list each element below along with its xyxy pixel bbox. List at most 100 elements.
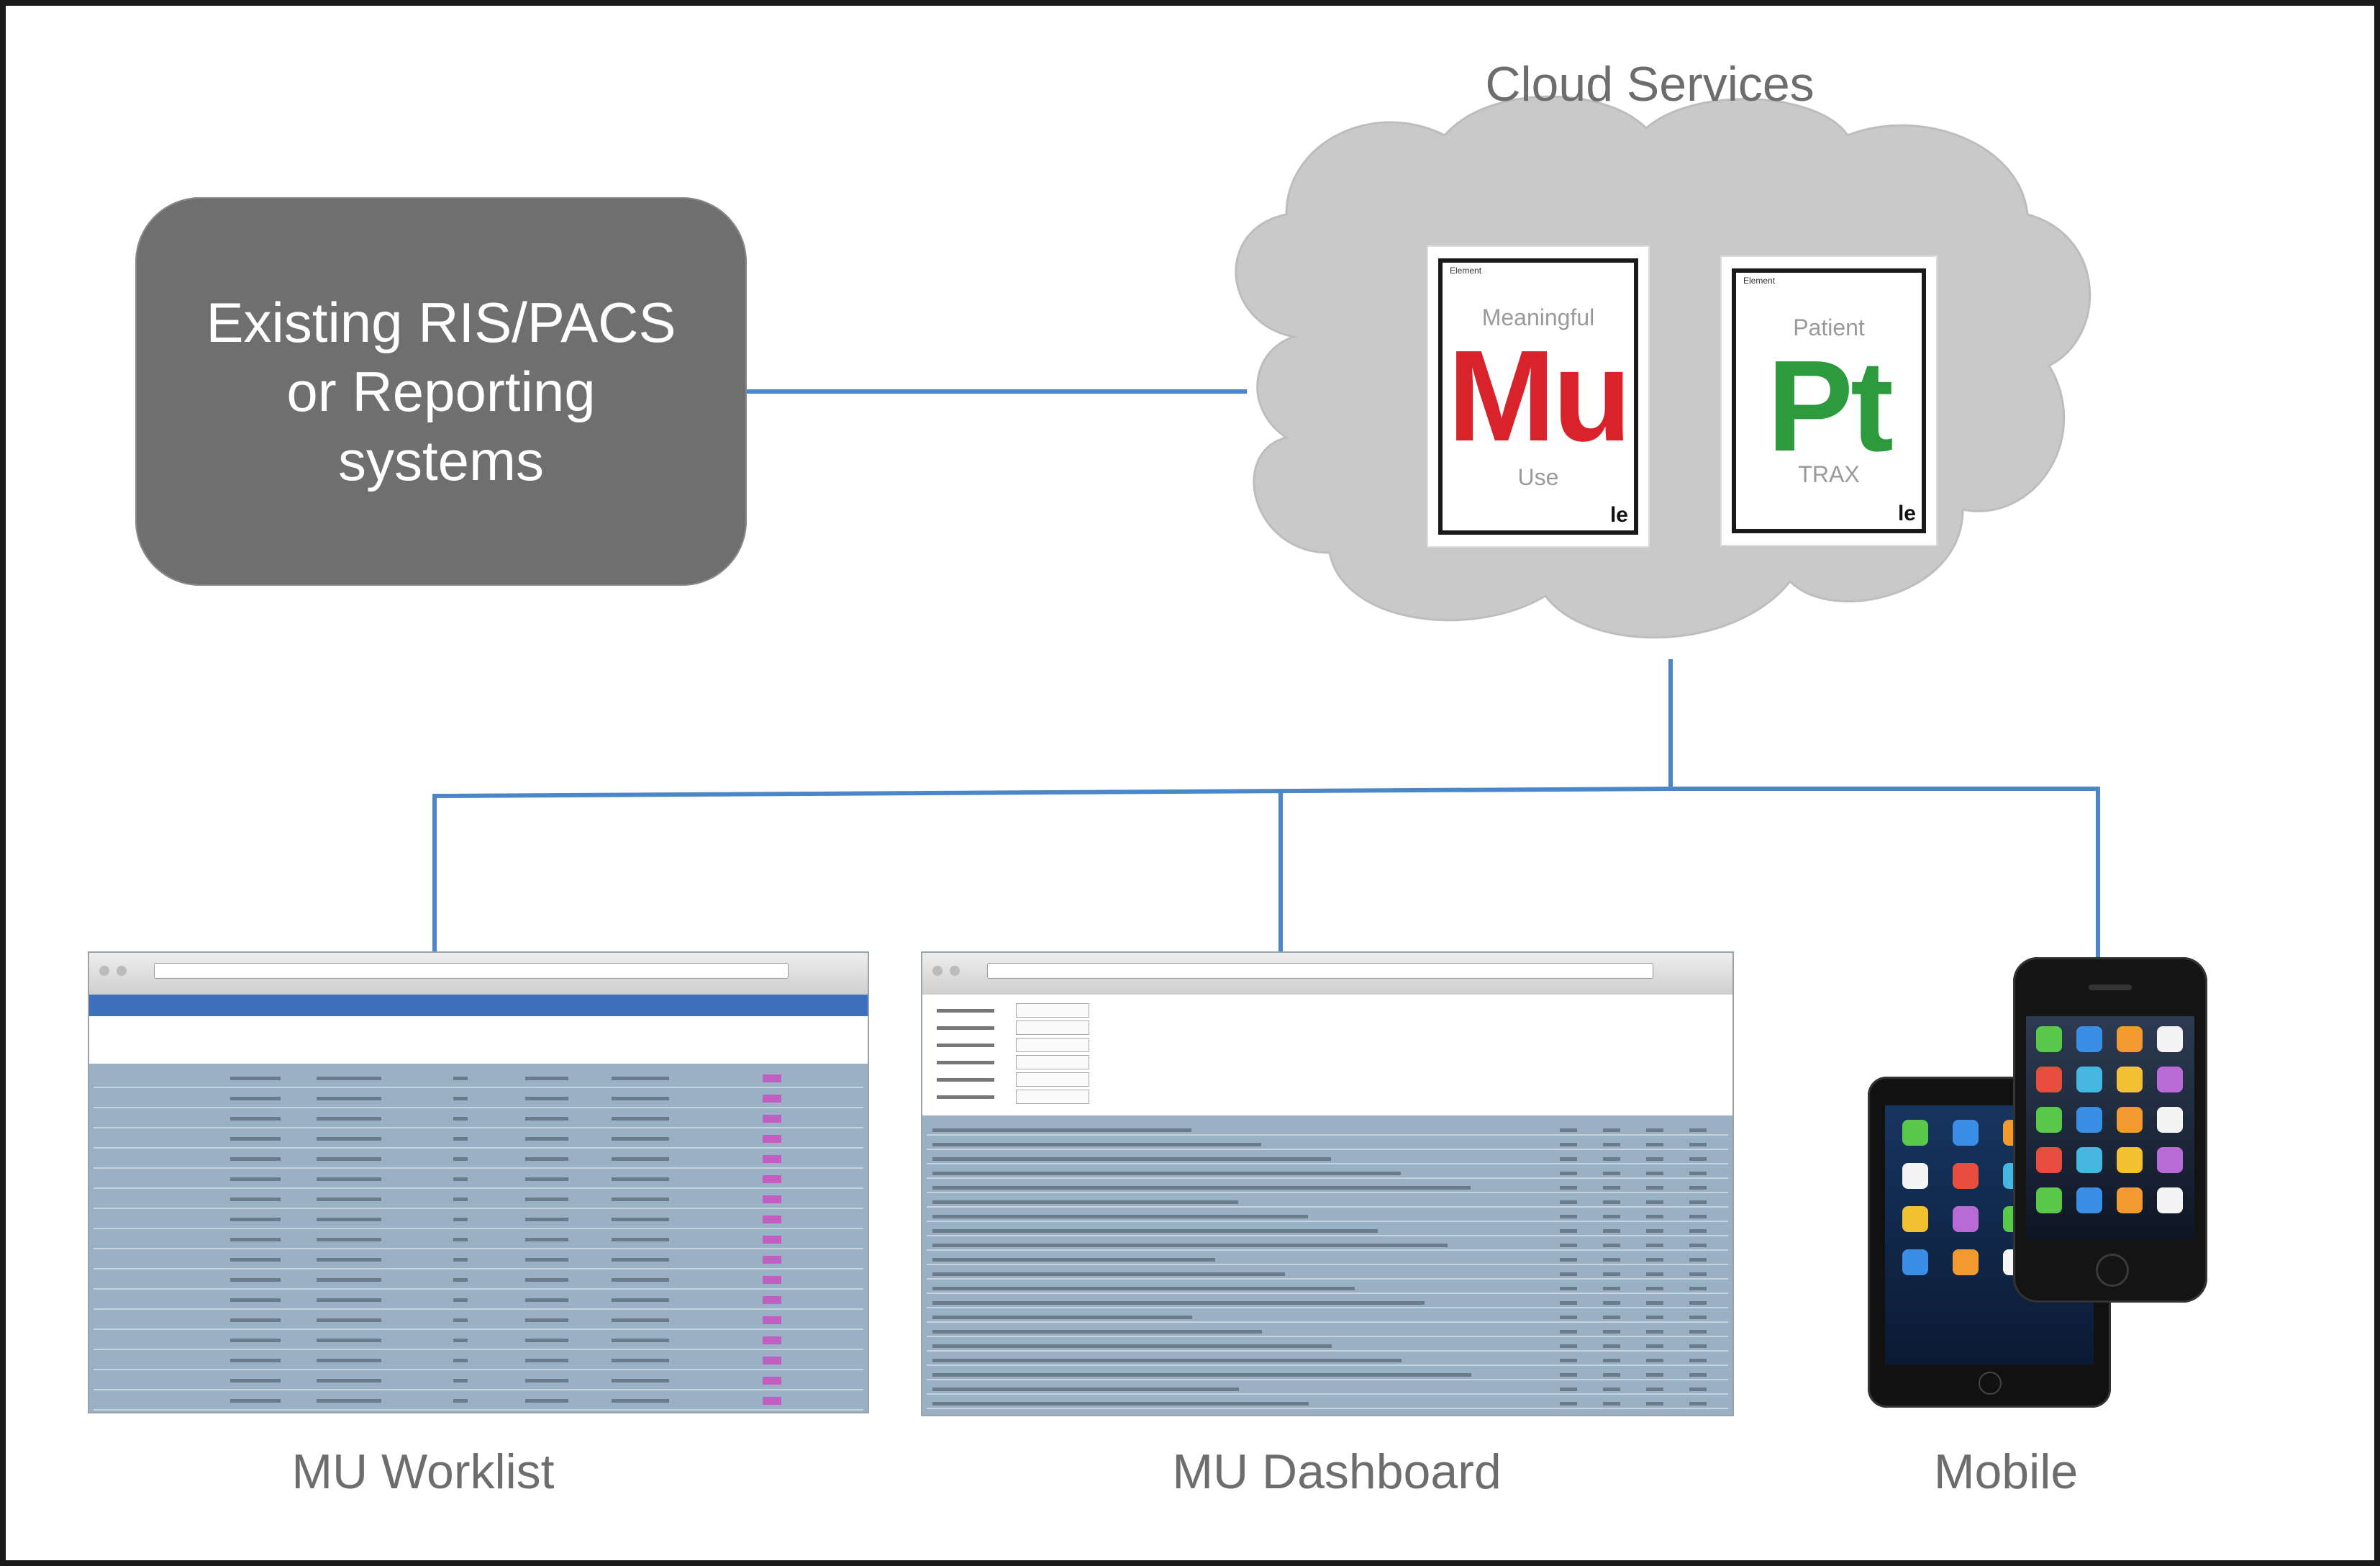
table-row <box>927 1267 1728 1280</box>
pt-tile-symbol: Pt <box>1767 334 1894 479</box>
mu-tile-symbol: Mu <box>1448 324 1632 469</box>
app-icon <box>2117 1067 2143 1092</box>
table-row <box>927 1281 1728 1294</box>
app-icon <box>1953 1249 1979 1275</box>
app-icon <box>2076 1187 2102 1213</box>
mu-tile-bottom-word: Use <box>1517 464 1559 490</box>
table-row <box>927 1382 1728 1395</box>
app-icon <box>1902 1249 1928 1275</box>
mu-tile-top-word: Meaningful <box>1481 304 1595 330</box>
app-icon <box>1953 1163 1979 1189</box>
mu-worklist-screenshot <box>88 951 869 1413</box>
cloud-shape <box>1235 95 2091 639</box>
app-icon <box>1953 1120 1979 1146</box>
app-icon <box>2157 1187 2183 1213</box>
address-bar <box>154 963 789 979</box>
table-row <box>94 1293 863 1310</box>
table-row <box>94 1353 863 1370</box>
app-icon <box>2117 1026 2143 1052</box>
app-icon <box>2157 1107 2183 1133</box>
back-icon <box>932 966 943 976</box>
mu-dashboard-screenshot <box>921 951 1734 1416</box>
app-icon <box>2076 1067 2102 1092</box>
table-row <box>94 1252 863 1269</box>
ris-pacs-label: Existing RIS/PACS or Reporting systems <box>206 291 676 492</box>
mu-tile-mark: le <box>1609 503 1628 527</box>
table-row <box>927 1195 1728 1208</box>
app-icon <box>2157 1026 2183 1052</box>
pt-tile-bottom-word: TRAX <box>1798 461 1860 487</box>
table-row <box>927 1238 1728 1251</box>
mu-dashboard-caption: MU Dashboard <box>1172 1444 1502 1499</box>
app-icon <box>2076 1107 2102 1133</box>
app-icon <box>2117 1107 2143 1133</box>
table-row <box>927 1310 1728 1323</box>
mu-worklist-caption: MU Worklist <box>291 1444 555 1499</box>
table-row <box>94 1393 863 1411</box>
forward-icon <box>117 966 127 976</box>
app-icon <box>1902 1206 1928 1232</box>
table-row <box>927 1123 1728 1136</box>
table-row <box>927 1367 1728 1380</box>
table-row <box>94 1212 863 1229</box>
table-row <box>94 1313 863 1330</box>
link-bus <box>432 787 2100 957</box>
home-button-icon <box>2096 1254 2129 1287</box>
pt-tile-element-label: Element <box>1743 276 1776 286</box>
table-row <box>94 1333 863 1350</box>
table-row <box>94 1172 863 1189</box>
home-button-icon <box>1979 1372 2002 1395</box>
pt-app-tile: Element Patient Pt TRAX le <box>1720 255 1938 546</box>
pt-tile-mark: le <box>1897 502 1916 525</box>
app-icon <box>2036 1187 2062 1213</box>
table-row <box>94 1091 863 1108</box>
table-row <box>927 1339 1728 1352</box>
pt-tile-frame: Element Patient Pt TRAX le <box>1732 268 1926 533</box>
phone-device <box>2013 957 2207 1303</box>
app-icon <box>2076 1147 2102 1173</box>
worklist-filter-bar <box>89 1016 868 1065</box>
table-row <box>927 1223 1728 1236</box>
table-row <box>94 1232 863 1249</box>
table-row <box>927 1396 1728 1409</box>
app-icon <box>2157 1067 2183 1092</box>
table-row <box>927 1209 1728 1222</box>
app-icon <box>2036 1147 2062 1173</box>
app-icon <box>1902 1120 1928 1146</box>
app-icon <box>2036 1067 2062 1092</box>
table-row <box>927 1166 1728 1179</box>
mu-tile-frame: Element Meaningful Mu Use le <box>1438 258 1638 535</box>
app-icon <box>2117 1147 2143 1173</box>
table-row <box>94 1272 863 1290</box>
mobile-caption: Mobile <box>1933 1444 2079 1499</box>
table-row <box>927 1151 1728 1164</box>
back-icon <box>99 966 109 976</box>
table-row <box>94 1071 863 1088</box>
dashboard-filter-form <box>922 995 1732 1118</box>
table-row <box>94 1192 863 1209</box>
ris-pacs-box: Existing RIS/PACS or Reporting systems <box>135 197 747 586</box>
table-row <box>94 1111 863 1128</box>
mu-app-tile: Element Meaningful Mu Use le <box>1427 245 1650 548</box>
app-icon <box>2076 1026 2102 1052</box>
worklist-header-bar <box>89 995 868 1016</box>
browser-toolbar <box>89 953 868 996</box>
app-icon <box>2036 1107 2062 1133</box>
pt-tile-top-word: Patient <box>1793 314 1865 340</box>
app-icon <box>2117 1187 2143 1213</box>
table-row <box>94 1151 863 1169</box>
forward-icon <box>950 966 960 976</box>
address-bar <box>987 963 1653 979</box>
table-row <box>927 1324 1728 1337</box>
browser-toolbar <box>922 953 1732 996</box>
table-row <box>927 1137 1728 1150</box>
app-icon <box>2036 1026 2062 1052</box>
table-row <box>927 1180 1728 1193</box>
table-row <box>927 1252 1728 1265</box>
app-icon <box>2157 1147 2183 1173</box>
table-row <box>927 1353 1728 1366</box>
worklist-table <box>89 1064 868 1412</box>
dashboard-measures-table <box>922 1115 1732 1415</box>
mu-tile-element-label: Element <box>1450 266 1482 276</box>
